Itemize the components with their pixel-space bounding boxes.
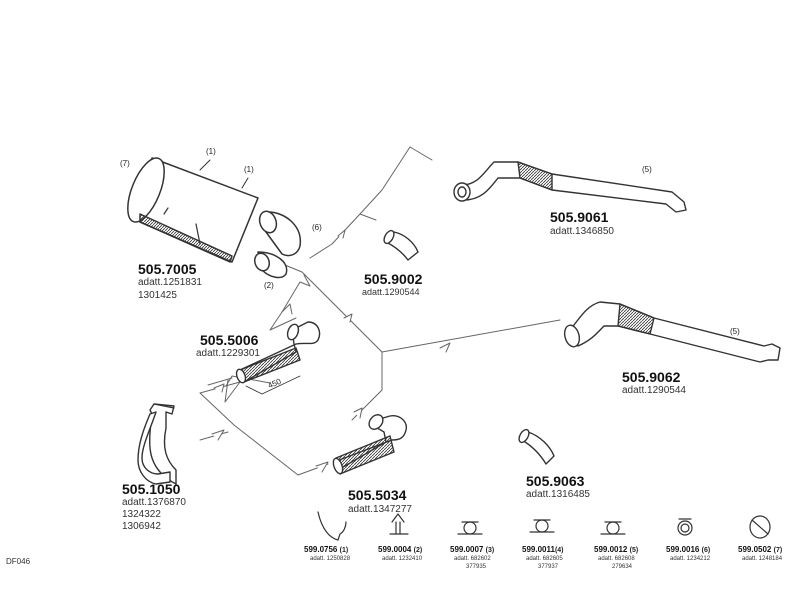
part-number-505-9063[interactable]: 505.9063 — [526, 473, 585, 489]
adatt-505-9062: adatt.1290544 — [622, 385, 686, 396]
adatt-505-9002: adatt.1290544 — [362, 287, 420, 297]
hardware-599-0011-adatt: adatt. 682605 — [526, 556, 563, 562]
adatt-505-9061: adatt.1346850 — [550, 226, 614, 237]
hardware-599-0756-adatt: adatt. 1250828 — [310, 556, 351, 562]
hardware-599-0502-adatt: adatt. 1248184 — [742, 556, 783, 562]
callout-5-lower: (5) — [730, 327, 740, 336]
callout-7: (7) — [120, 159, 130, 168]
diagram-code: DF046 — [6, 557, 31, 566]
hardware-599-0502-number[interactable]: 599.0502 (7) — [738, 545, 783, 555]
downpipe-505-1050[interactable] — [137, 403, 177, 485]
part-number-505-7005[interactable]: 505.7005 — [138, 261, 197, 277]
flexpipe-505-5006[interactable] — [235, 321, 321, 395]
gasket-599-0502-icon[interactable] — [749, 515, 771, 539]
adatt-505-1050-2: 1324322 — [122, 509, 161, 520]
part-number-505-1050[interactable]: 505.1050 — [122, 481, 181, 497]
hardware-icons — [317, 511, 771, 541]
adatt-505-7005-2: 1301425 — [138, 290, 177, 301]
hardware-599-0016-adatt: adatt. 1234212 — [670, 556, 711, 562]
callout-1-top: (1) — [206, 147, 216, 156]
callout-1-side: (1) — [244, 165, 254, 174]
elbow-505-9002[interactable] — [382, 229, 419, 261]
hardware-599-0004-number[interactable]: 599.0004 (2) — [378, 545, 423, 555]
adatt-505-5006: adatt.1229301 — [196, 348, 260, 359]
clamp-599-0007-icon[interactable] — [457, 521, 483, 535]
hardware-599-0004-adatt: adatt. 1232410 — [382, 556, 423, 562]
hardware-599-0012-adatt: adatt. 682608 — [598, 556, 635, 562]
hardware-599-0016-number[interactable]: 599.0016 (6) — [666, 545, 711, 555]
part-number-505-9002[interactable]: 505.9002 — [364, 271, 423, 287]
callout-5-upper: (5) — [642, 165, 652, 174]
adatt-505-7005-1: adatt.1251831 — [138, 277, 202, 288]
callout-2: (2) — [264, 281, 274, 290]
adatt-505-1050-3: 1306942 — [122, 521, 161, 532]
flexpipe-505-5034[interactable] — [332, 412, 407, 475]
part-number-505-5034[interactable]: 505.5034 — [348, 487, 407, 503]
hardware-599-0007-adatt-extra: 377935 — [466, 564, 487, 570]
elbow-505-9063[interactable] — [517, 428, 555, 465]
clamp-599-0012-icon[interactable] — [600, 521, 626, 535]
hardware-599-0007-adatt: adatt. 682602 — [454, 556, 491, 562]
bracket-599-0004-icon[interactable] — [389, 513, 409, 535]
callout-6: (6) — [312, 223, 322, 232]
adatt-505-9063: adatt.1316485 — [526, 489, 590, 500]
hardware-599-0011-adatt-extra: 377937 — [538, 564, 559, 570]
part-number-505-9061[interactable]: 505.9061 — [550, 209, 609, 225]
part-number-505-9062[interactable]: 505.9062 — [622, 369, 681, 385]
hardware-599-0012-number[interactable]: 599.0012 (5) — [594, 545, 639, 555]
tailpipe-505-9062[interactable] — [562, 301, 781, 363]
adatt-505-5034: adatt.1347277 — [348, 504, 412, 515]
bracket-599-0756-icon[interactable] — [317, 511, 347, 541]
clamp-599-0011-icon[interactable] — [529, 519, 555, 533]
hardware-599-0012-adatt-extra: 279634 — [612, 564, 633, 570]
muffler-505-7005[interactable] — [120, 153, 301, 279]
connector-lines — [199, 146, 561, 476]
hardware-599-0007-number[interactable]: 599.0007 (3) — [450, 545, 495, 555]
hardware-599-0011-number[interactable]: 599.0011(4) — [522, 545, 564, 555]
tailpipe-505-9061[interactable] — [453, 161, 687, 213]
clamp-599-0016-icon[interactable] — [677, 518, 693, 536]
adatt-505-1050-1: adatt.1376870 — [122, 497, 186, 508]
part-number-505-5006[interactable]: 505.5006 — [200, 332, 259, 348]
hardware-599-0756-number[interactable]: 599.0756 (1) — [304, 545, 349, 555]
